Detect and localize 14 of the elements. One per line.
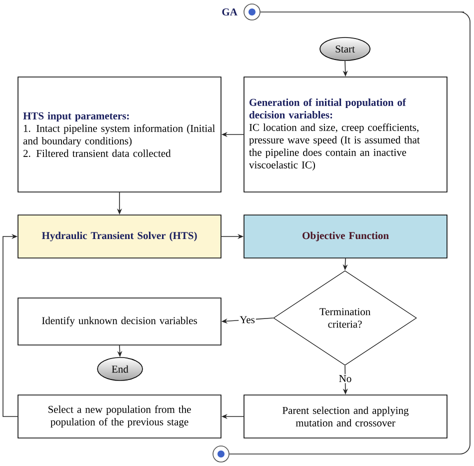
arrow	[2, 234, 18, 417]
process-box: Hydraulic Transient Solver (HTS)	[18, 214, 222, 258]
connector-line	[229, 12, 470, 454]
process-box: Objective Function	[244, 214, 448, 258]
connector-label: GA	[222, 8, 238, 16]
process-box: Select a new population from the population of the previous stage	[18, 394, 222, 438]
process-box: Generation of initial population of decision variables: IC location and size, creep coefficients, pressure wave speed (It is assumed that the pipeline does contain an inactive viscoelastic IC)	[244, 76, 448, 192]
process-box: HTS input parameters: 1. Intact pipeline system information (Initial and boundary conditions) 2. Filtered transient data collected	[18, 76, 222, 192]
terminal-oval: End	[97, 357, 143, 381]
process-box: Identify unknown decision variables	[18, 298, 222, 346]
process-box: Parent selection and applying mutation and crossover	[244, 394, 448, 438]
edge-label: Yes	[238, 315, 256, 324]
terminal-oval: Start	[320, 37, 370, 61]
edge-label: No	[338, 374, 353, 384]
